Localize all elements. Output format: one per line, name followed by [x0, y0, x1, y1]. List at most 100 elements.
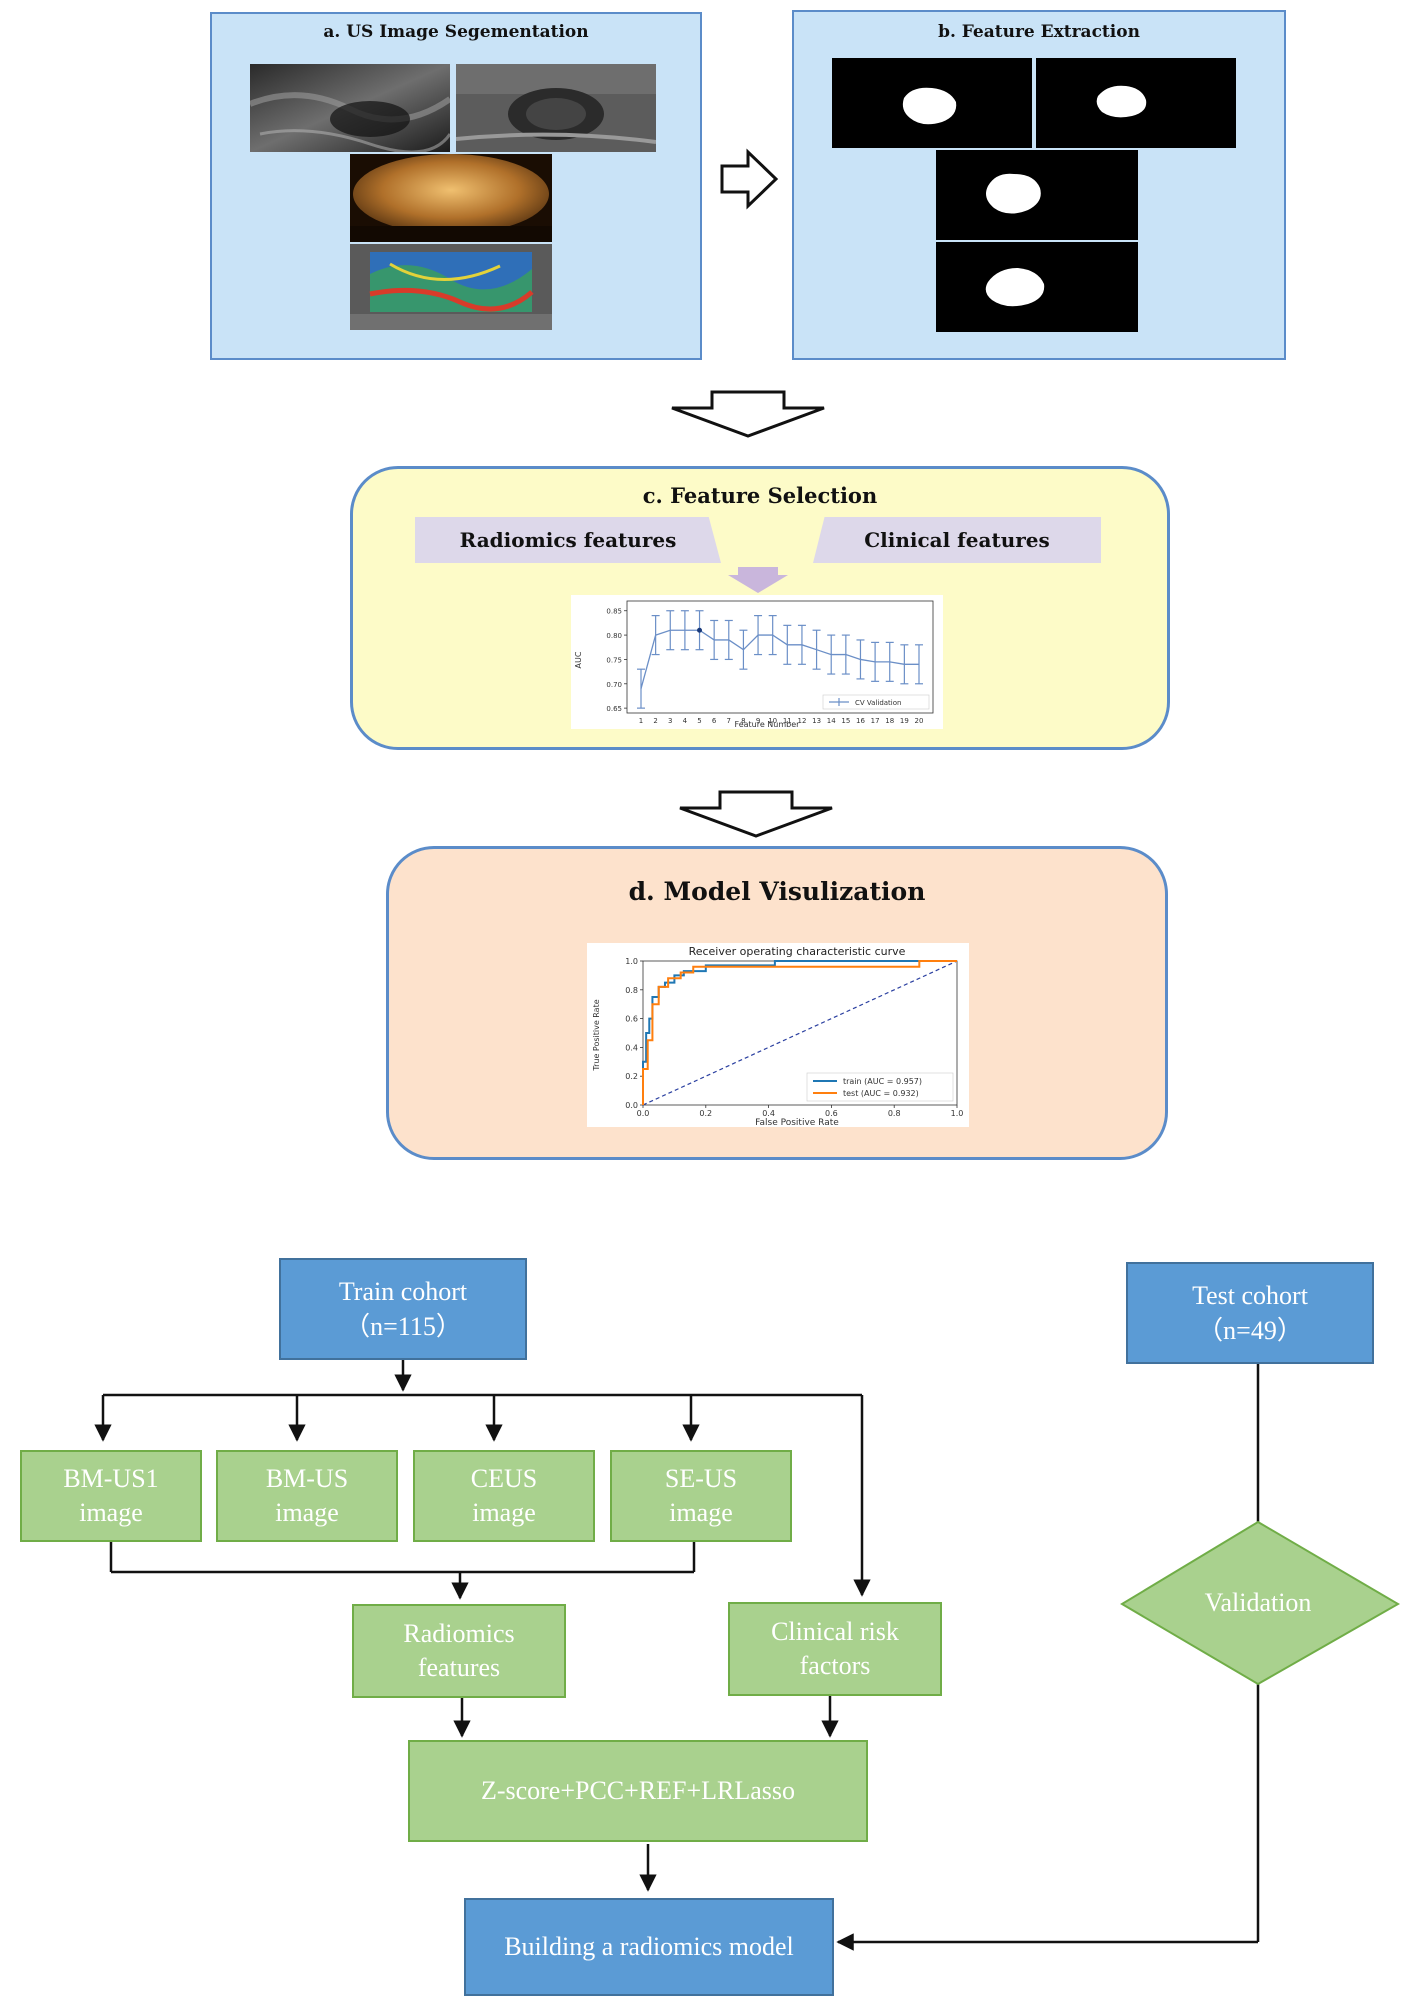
radiomics-features-label: Radiomics — [403, 1619, 515, 1649]
cv-xtick-label: 12 — [797, 717, 806, 725]
cv-ytick-label: 0.70 — [606, 681, 622, 689]
cv-ytick-label: 0.85 — [606, 608, 622, 616]
pipeline-label: Z-score+PCC+REF+LRLasso — [480, 1776, 796, 1806]
cv-auc-chart: AUC Feature Number 0.65 0.70 0.75 0.80 0.85 1… — [571, 595, 943, 729]
cv-chart-xlabel: Feature Number — [735, 720, 801, 729]
us-image-bm2 — [456, 64, 656, 152]
cv-xtick-label: 5 — [697, 717, 701, 725]
cv-xtick-label: 19 — [900, 717, 909, 725]
bm-us-sublabel: image — [275, 1498, 339, 1527]
roc-ytick-label: 1.0 — [625, 957, 638, 966]
cv-plot-frame — [626, 600, 934, 714]
roc-ytick-label: 0.2 — [625, 1072, 638, 1081]
us-image-bm1 — [250, 64, 450, 152]
roc-chart: Receiver operating characteristic curve … — [587, 943, 969, 1127]
down-arrow-icon — [671, 390, 825, 438]
mask-image-1 — [832, 58, 1032, 148]
cv-xtick-label: 16 — [856, 717, 865, 725]
roc-ytick-label: 0.0 — [625, 1101, 638, 1110]
se-us-image — [350, 244, 552, 330]
bm-us1-label: BM-US1 — [63, 1464, 159, 1494]
test-cohort-title: Test cohort — [1192, 1280, 1308, 1310]
cv-xtick-label: 4 — [683, 717, 688, 725]
bm-us1-sublabel: image — [79, 1498, 143, 1527]
cv-legend-label: CV Validation — [855, 699, 901, 707]
roc-xtick-label: 0.0 — [637, 1109, 650, 1118]
roc-xtick-label: 1.0 — [951, 1109, 964, 1118]
down-arrow-icon-2 — [679, 790, 833, 838]
roc-legend-label: train (AUC = 0.957) — [843, 1077, 922, 1086]
panel-model-visualization: d. Model Visulization Receiver operating… — [386, 846, 1168, 1160]
panel-c-title: c. Feature Selection — [642, 483, 878, 508]
bm-us-image-box: BM-US image — [216, 1450, 398, 1542]
cv-xtick-label: 6 — [712, 717, 717, 725]
ceus-sublabel: image — [472, 1498, 536, 1527]
cv-xtick-label: 9 — [756, 717, 760, 725]
cv-xtick-label: 10 — [768, 717, 777, 725]
panel-d-title: d. Model Visulization — [628, 877, 926, 906]
cv-xtick-label: 20 — [915, 717, 924, 725]
clinical-risk-factors-box: Clinical risk factors — [728, 1602, 942, 1696]
ceus-label: CEUS — [470, 1464, 538, 1494]
cv-xtick-label: 11 — [783, 717, 792, 725]
train-cohort-n: （n=115） — [344, 1312, 462, 1341]
validation-label: Validation — [1204, 1588, 1312, 1617]
bm-us-label: BM-US — [265, 1464, 349, 1494]
cv-xtick-label: 17 — [871, 717, 880, 725]
train-cohort-title: Train cohort — [338, 1276, 468, 1306]
cv-series-line — [640, 629, 919, 689]
se-us-sublabel: image — [669, 1498, 733, 1527]
roc-ytick-label: 0.4 — [625, 1043, 638, 1052]
panel-us-image-segmentation: a. US Image Segementation — [210, 12, 702, 360]
train-cohort-box: Train cohort （n=115） — [279, 1258, 527, 1360]
cv-legend-box — [822, 694, 930, 710]
build-model-box: Building a radiomics model — [464, 1898, 834, 1996]
cv-xtick-label: 2 — [653, 717, 657, 725]
roc-ytick-label: 0.8 — [625, 986, 638, 995]
test-cohort-box: Test cohort （n=49） — [1126, 1262, 1374, 1364]
build-model-label: Building a radiomics model — [504, 1932, 794, 1962]
roc-xtick-label: 0.6 — [825, 1109, 838, 1118]
clinical-risk-label: Clinical risk — [771, 1617, 899, 1647]
flowchart-connectors — [94, 1360, 1400, 1951]
cv-ytick-label: 0.80 — [606, 632, 622, 640]
tag-clinical-features: Clinical features — [813, 517, 1101, 563]
cv-xtick-label: 14 — [827, 717, 836, 725]
right-arrow-icon — [720, 148, 779, 210]
panel-a-title: a. US Image Segementation — [323, 22, 589, 42]
roc-diagonal — [642, 960, 958, 1106]
roc-series-test — [642, 960, 957, 1105]
mask-image-2 — [1036, 58, 1236, 148]
radiomics-features-sublabel: features — [417, 1653, 501, 1682]
cv-chart-ylabel: AUC — [574, 651, 583, 668]
cv-xtick-label: 1 — [639, 717, 643, 725]
ceus-image — [350, 154, 552, 242]
tag-radiomics-features: Radiomics features — [415, 517, 721, 563]
roc-xtick-label: 0.4 — [762, 1109, 775, 1118]
cv-ytick-label: 0.65 — [606, 705, 622, 713]
se-us-label: SE-US — [664, 1464, 738, 1494]
roc-chart-xlabel: False Positive Rate — [755, 1118, 839, 1127]
clinical-risk-sublabel: factors — [799, 1651, 871, 1680]
cv-best-point — [697, 627, 703, 633]
mask-image-4 — [936, 242, 1138, 332]
roc-xtick-label: 0.8 — [888, 1109, 901, 1118]
roc-ytick-label: 0.6 — [625, 1015, 638, 1024]
roc-chart-ylabel: True Positive Rate — [592, 999, 601, 1071]
cv-xtick-label: 8 — [741, 717, 745, 725]
cv-xtick-label: 15 — [841, 717, 850, 725]
roc-xtick-label: 0.2 — [699, 1109, 712, 1118]
cv-xtick-label: 3 — [668, 717, 672, 725]
ceus-image-box: CEUS image — [413, 1450, 595, 1542]
roc-legend-box — [806, 1072, 954, 1102]
cv-ytick-label: 0.75 — [606, 656, 622, 664]
panel-b-title: b. Feature Extraction — [938, 22, 1140, 42]
cv-xtick-label: 13 — [812, 717, 821, 725]
bm-us1-image-box: BM-US1 image — [20, 1450, 202, 1542]
pipeline-box: Z-score+PCC+REF+LRLasso — [408, 1740, 868, 1842]
test-cohort-n: （n=49） — [1197, 1316, 1303, 1345]
radiomics-features-box: Radiomics features — [352, 1604, 566, 1698]
roc-chart-title: Receiver operating characteristic curve — [689, 945, 906, 958]
cv-xtick-label: 7 — [727, 717, 731, 725]
se-us-image-box: SE-US image — [610, 1450, 792, 1542]
